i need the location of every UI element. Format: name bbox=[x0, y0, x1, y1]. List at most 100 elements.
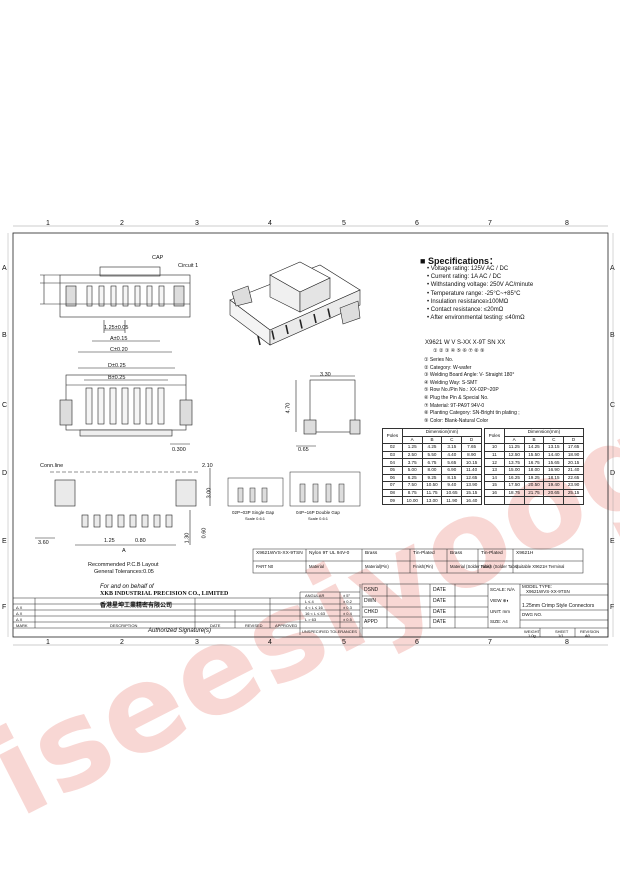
spec-line: • After environmental testing: ≤40mΩ bbox=[427, 315, 525, 322]
front-pin bbox=[146, 285, 153, 307]
c-dim: C±0.20 bbox=[110, 347, 128, 353]
dim-cell: 19.25 bbox=[523, 473, 545, 483]
scale-double: Scale 0.6:1 bbox=[308, 516, 329, 521]
th-group: Dimension(mm) bbox=[503, 428, 585, 437]
front-pin bbox=[158, 285, 165, 307]
code-item: ④ Welding Way: S-SMT bbox=[424, 379, 478, 386]
iso-pin bbox=[271, 330, 275, 340]
dim-cell: 15.15 bbox=[461, 488, 482, 498]
d060-dim: 0.60 bbox=[201, 527, 208, 539]
dim-cell: 16.40 bbox=[461, 496, 482, 505]
grid-col-label: 2 bbox=[120, 220, 124, 227]
grid-col-label: 8 bbox=[565, 220, 569, 227]
projection-icon: ⊕◐ bbox=[502, 598, 510, 603]
grid-col-label: 7 bbox=[488, 220, 492, 227]
double-gap-pin bbox=[338, 483, 345, 503]
h065-dim: 0.65 bbox=[298, 447, 309, 453]
dim-cell: 13.15 bbox=[543, 443, 565, 452]
grid-row-label: B bbox=[2, 332, 7, 339]
dim-cell bbox=[563, 496, 584, 505]
dim-cell: 6.75 bbox=[421, 458, 443, 467]
code-item: ⑧ Planting Category: SN-Bright tin plati… bbox=[424, 410, 520, 417]
dim-cell: 5.65 bbox=[441, 458, 463, 467]
dwg-no-label: DWG NO. bbox=[522, 612, 543, 617]
dim-cell: 18.15 bbox=[543, 473, 565, 483]
grid-col-label: 2 bbox=[120, 639, 124, 646]
dim-cell: 2.50 bbox=[401, 450, 423, 460]
signature: Authorized Signature(s) bbox=[148, 628, 212, 634]
th-poles: Poles bbox=[484, 427, 505, 445]
view-label: VIEW ⊕◐ bbox=[490, 598, 510, 603]
code-item: ③ Welding Board Angle: V- Straight 180° bbox=[424, 372, 515, 379]
h330-dim: 3.30 bbox=[320, 372, 331, 378]
bottom-pin bbox=[85, 387, 93, 425]
unit-label: UNIT: mm bbox=[490, 609, 510, 614]
part-row1-cell: Tin-Plated bbox=[413, 551, 435, 556]
grid-row-label: A bbox=[2, 265, 7, 272]
spec-line: • Withstanding voltage: 250V AC/minute bbox=[427, 282, 534, 289]
dim-cell: 09 bbox=[382, 496, 403, 505]
dim-cell: 3.15 bbox=[441, 443, 463, 452]
grid-col-label: 4 bbox=[268, 220, 272, 227]
d-dim: D±0.25 bbox=[108, 363, 126, 369]
dim-cell: 13 bbox=[484, 465, 505, 475]
dim-cell: 15.50 bbox=[523, 450, 545, 460]
dim-cell: 1.25 bbox=[401, 443, 423, 452]
angular-value: ± 5° bbox=[343, 593, 351, 598]
d130-dim: 1.30 bbox=[184, 532, 191, 544]
w300-dim: 0.300 bbox=[172, 447, 186, 453]
d360-dim: 3.60 bbox=[38, 540, 49, 546]
dim-cell: 16 bbox=[484, 488, 505, 498]
rev-header-cell: DATE bbox=[210, 623, 221, 628]
dim-row bbox=[484, 496, 584, 505]
tol-range: 16 < L ≤ 63 bbox=[305, 611, 325, 616]
dim-cell: 08 bbox=[382, 488, 403, 498]
dim-cell: 14.40 bbox=[543, 450, 565, 460]
scale-label: SCALE: N/A bbox=[490, 587, 515, 592]
connline-label: Conn.line bbox=[40, 463, 64, 469]
model-code: X9621 W V S-XX X-9T SN XX bbox=[425, 340, 506, 346]
single-gap-pin bbox=[249, 487, 256, 503]
tol-range: L > 63 bbox=[305, 617, 317, 622]
dim-cell: 18.75 bbox=[503, 488, 525, 498]
grid-col-label: 1 bbox=[46, 220, 50, 227]
dim-cell: 8.75 bbox=[401, 488, 423, 498]
dim-cell: 20.50 bbox=[523, 481, 545, 490]
th-col: C bbox=[543, 435, 565, 445]
part-row1-cell: X9621WVS-XX-9TSN bbox=[256, 551, 303, 556]
pcb-tolerance: General Tolerances:0.05 bbox=[94, 569, 154, 575]
th-col: B bbox=[523, 435, 545, 445]
code-item: ⑦ Material: 9T-PA9T 94V-0 bbox=[424, 402, 485, 409]
dim-cell: 6.90 bbox=[441, 465, 463, 475]
dim-cell: 11.75 bbox=[421, 488, 443, 498]
bottom-pin bbox=[109, 387, 117, 425]
dim-cell: 8.90 bbox=[461, 450, 482, 460]
rev-header-cell: MARK bbox=[16, 623, 28, 628]
dsnd-label: DSND bbox=[364, 587, 379, 593]
dim-cell: 7.50 bbox=[401, 481, 423, 490]
dim-cell: 5.50 bbox=[421, 450, 443, 460]
bottom-pin bbox=[97, 387, 105, 425]
grid-row-label: E bbox=[610, 538, 615, 545]
dim-cell: 8.15 bbox=[441, 473, 463, 483]
dim-cell: 14.25 bbox=[523, 443, 545, 452]
tol-range: L ≤ 4 bbox=[305, 599, 314, 604]
grid-row-label: D bbox=[610, 470, 616, 477]
dim-cell: 7.65 bbox=[461, 443, 482, 452]
h470-dim: 4.70 bbox=[285, 402, 292, 414]
rev-mark: Δ X bbox=[16, 611, 23, 616]
dim-cell: 21.75 bbox=[523, 488, 545, 498]
rev-header-cell: REVISED bbox=[245, 623, 263, 628]
grid-row-label: A bbox=[610, 265, 615, 272]
double-gap-pin bbox=[312, 483, 319, 503]
grid-col-label: 6 bbox=[415, 639, 419, 646]
grid-col-label: 8 bbox=[565, 639, 569, 646]
behalf-label: For and on behalf of bbox=[100, 584, 154, 590]
